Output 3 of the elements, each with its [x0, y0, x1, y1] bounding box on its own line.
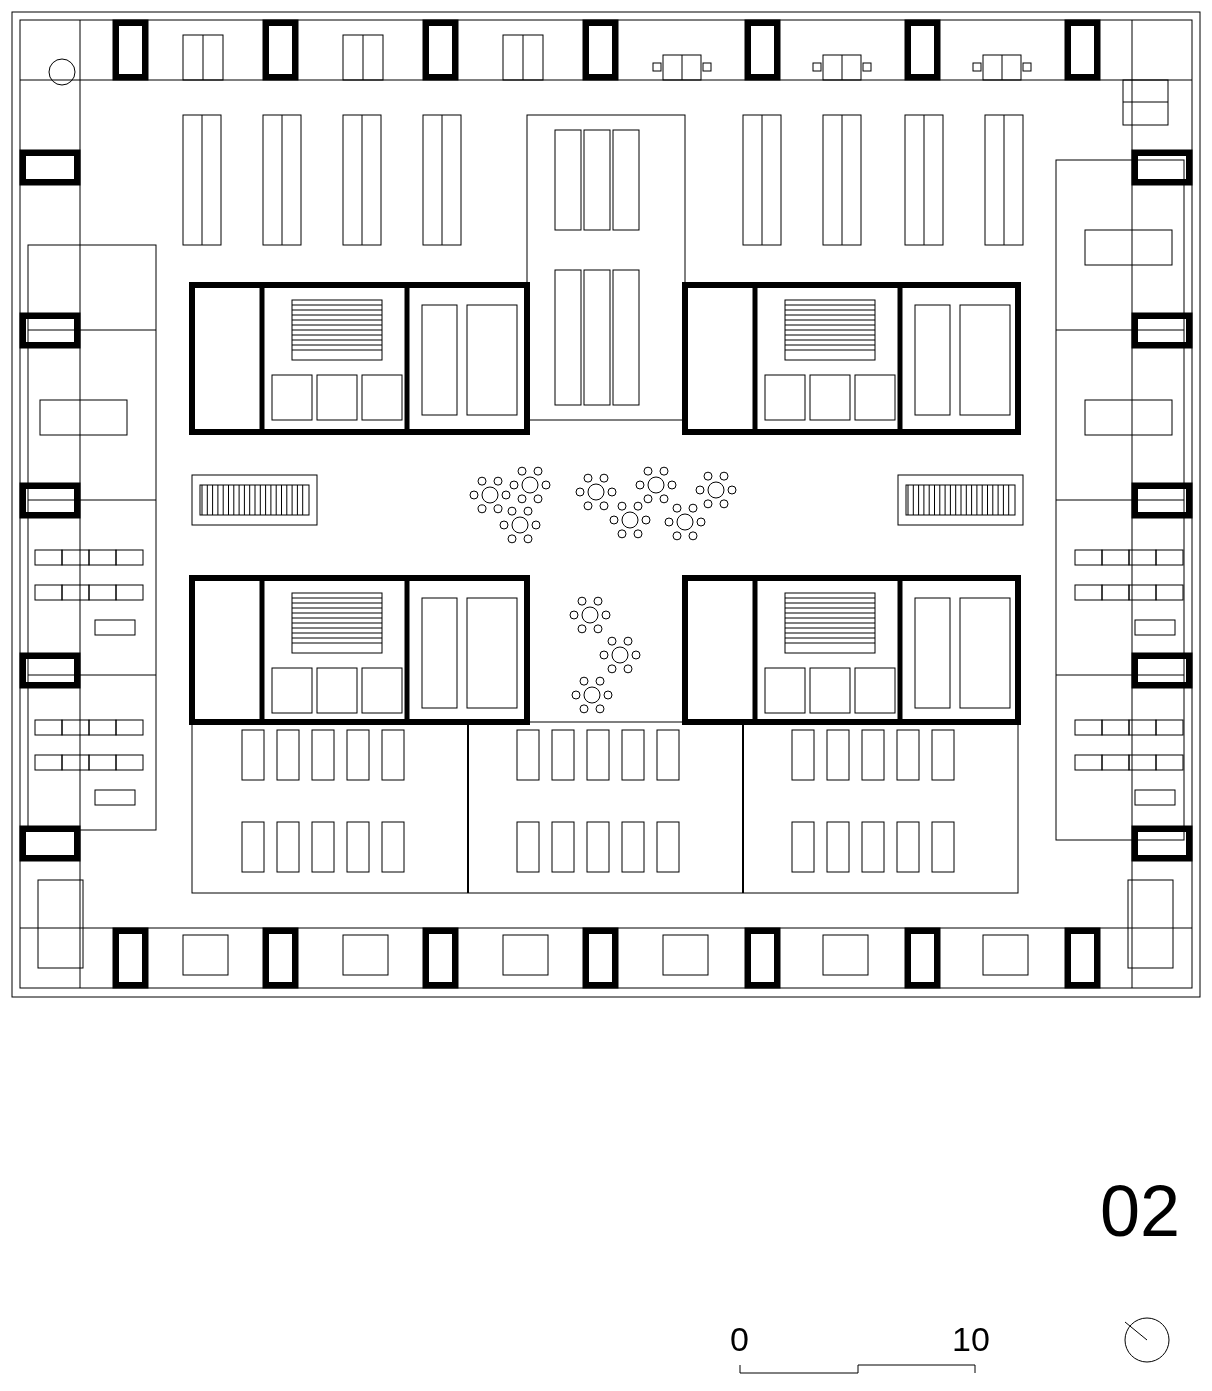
sheet-number: 02 [1100, 1175, 1181, 1247]
scale-label: 0 [730, 1322, 749, 1356]
scale-label: 10 [952, 1322, 990, 1356]
